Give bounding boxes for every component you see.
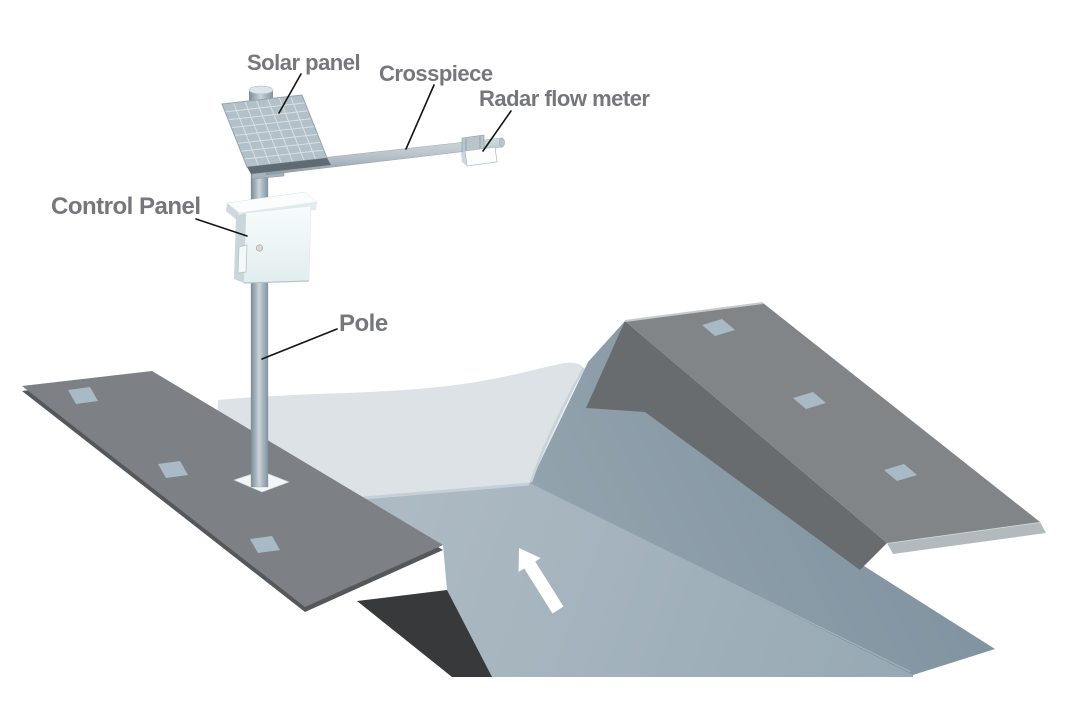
channel-shadow-wall [357,590,492,677]
control-panel-door [243,205,312,284]
road-marking [884,464,917,481]
bank-crest-highlight [529,367,586,483]
control-panel-handle-slot [237,244,248,274]
right-road-surface [625,303,1040,543]
road-marking [702,319,735,336]
label-radar-flow-meter: Radar flow meter [479,86,650,111]
leader-radar-flow-meter [482,110,512,152]
left-road-surface [22,371,443,607]
right-road-side-face [586,321,887,570]
road-marking [158,461,188,478]
leader-pole [261,328,338,360]
label-control-panel: Control Panel [51,193,201,220]
label-crosspiece: Crosspiece [379,61,493,86]
road-marking [793,392,826,409]
water-surface [340,483,913,677]
far-waterline-highlight [339,482,530,502]
leader-crosspiece [405,84,435,150]
crosspiece-end-cap [499,137,505,148]
control-panel-bottom-shadow [243,280,310,284]
right-road-bottom-strip [887,522,1046,554]
leader-control-panel [195,218,248,237]
flow-direction-arrow [518,548,564,614]
pole-cap-top [248,85,274,95]
solar-panel-bottom-rail [247,158,331,174]
leader-solar-panel [278,73,302,114]
control-panel-knob [255,244,263,252]
control-panel-hood-left [226,203,239,221]
label-solar-panel: Solar panel [247,50,361,75]
label-pole: Pole [339,310,388,337]
road-marking [250,536,280,553]
right-road-edge-highlight [624,302,764,322]
slope-water-seam [530,483,912,673]
road-marking [68,387,98,404]
foreground-margin [0,677,1079,713]
